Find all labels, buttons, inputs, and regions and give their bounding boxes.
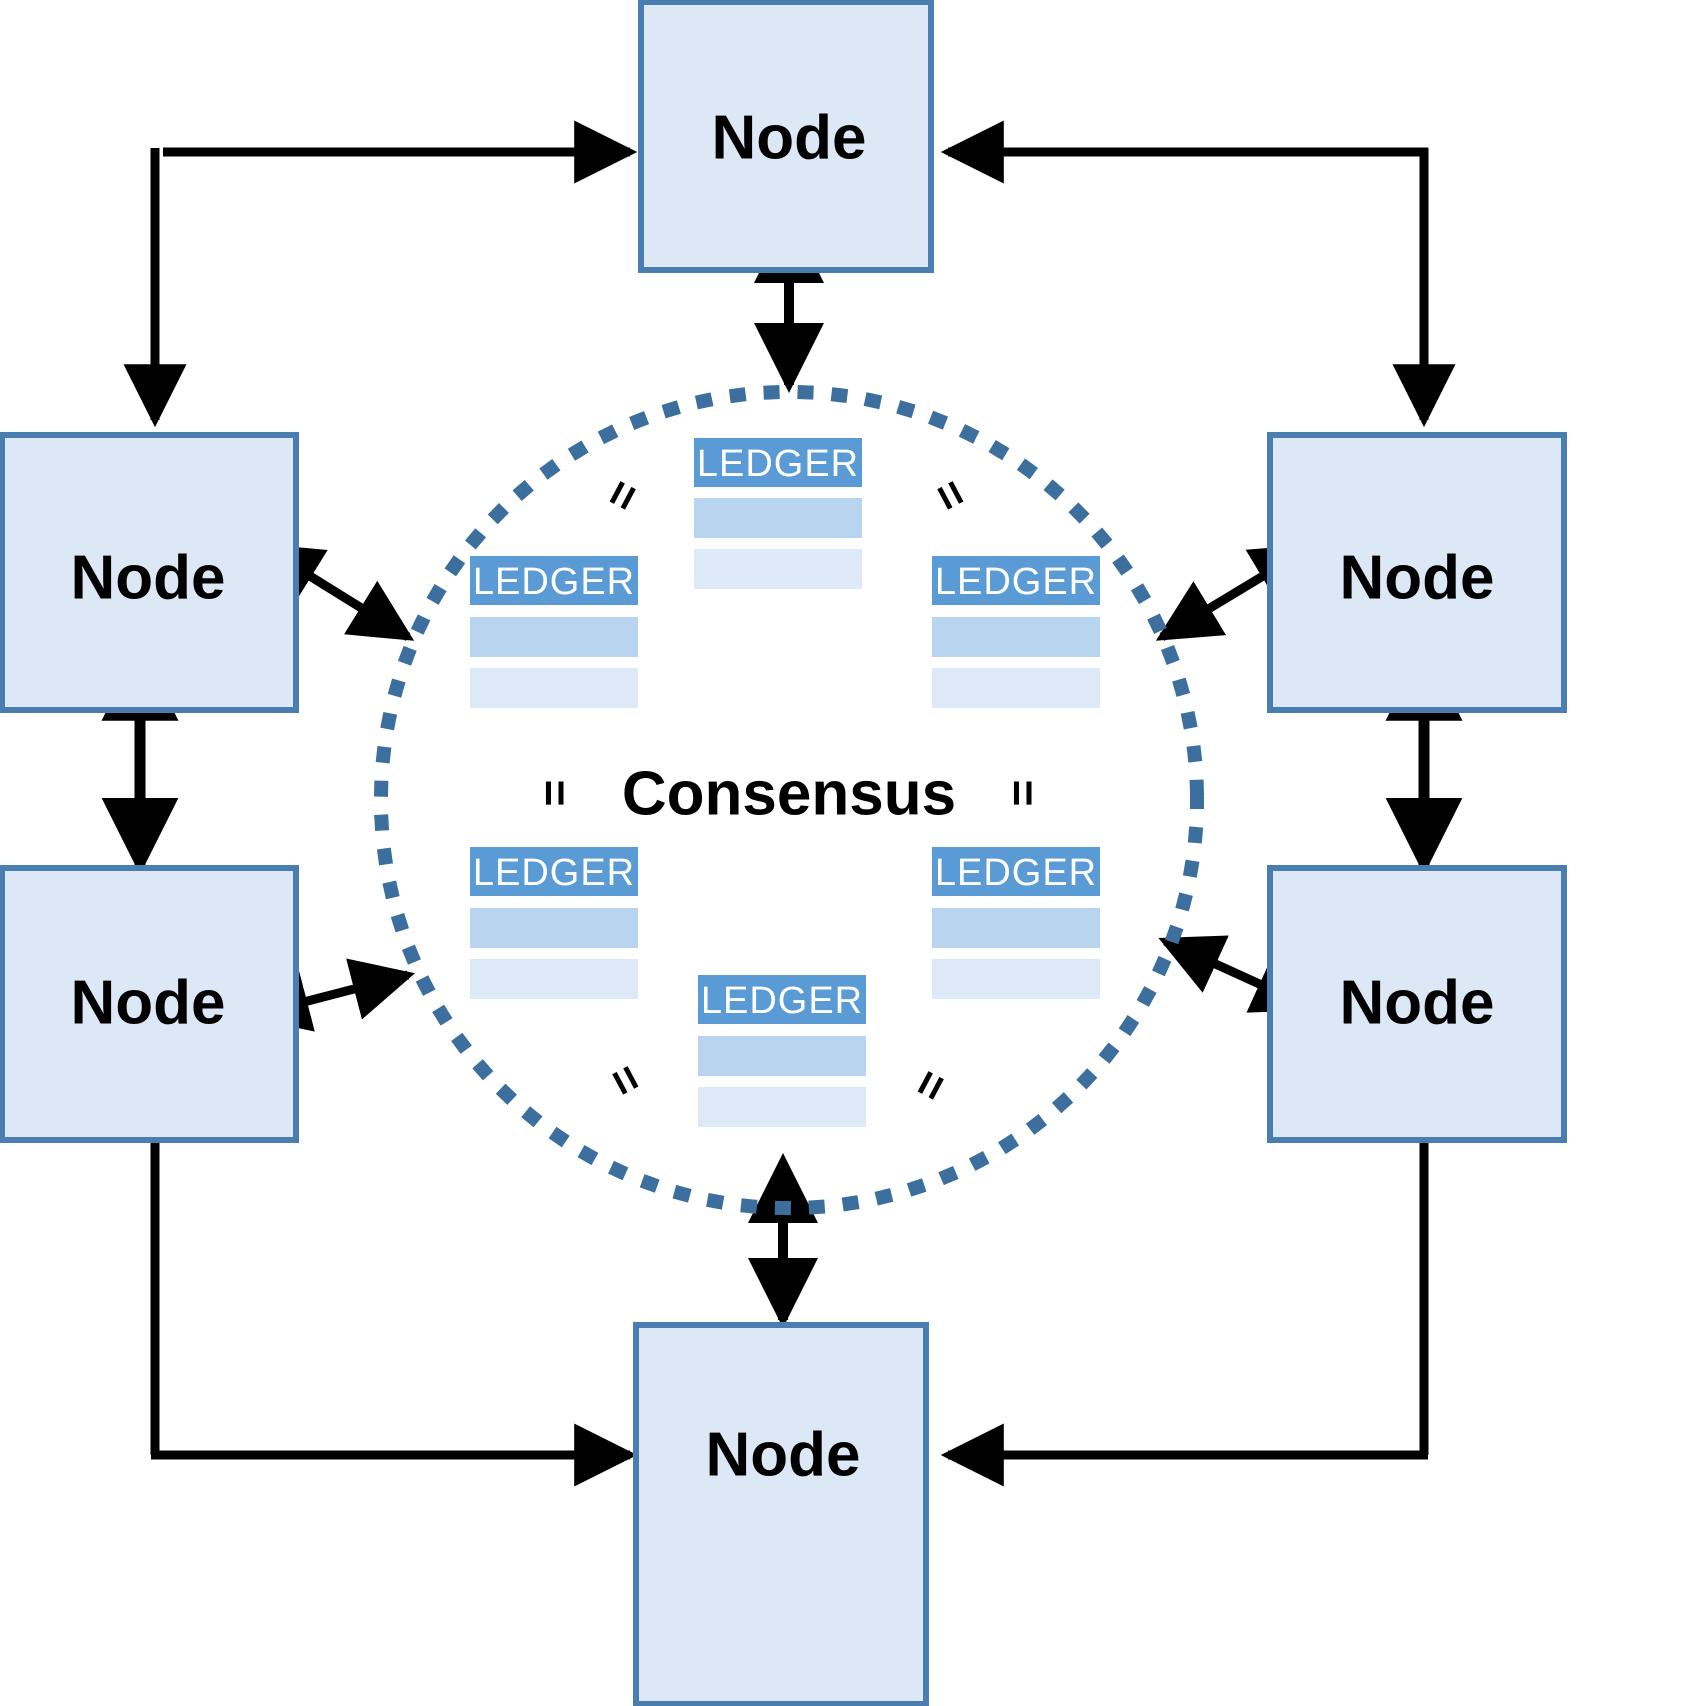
node-right-lower-box[interactable] <box>1267 865 1567 1143</box>
ledger-top-header <box>694 438 862 487</box>
node-left-upper-box[interactable] <box>0 432 299 713</box>
node-top-label: Node <box>712 104 867 173</box>
node-right-upper-label: Node <box>1340 544 1495 613</box>
ledger-top[interactable]: LEDGER <box>694 438 862 589</box>
ledger-lower-right-row-2 <box>932 959 1100 999</box>
ledger-bottom-row-1 <box>698 1036 866 1076</box>
node-left-lower[interactable]: Node <box>0 865 299 1143</box>
ledger-lower-right-row-1 <box>932 908 1100 948</box>
node-bottom[interactable]: Node <box>633 1322 929 1706</box>
spoke-left-upper-node-to-consensus <box>257 543 415 641</box>
equals-mark-bottom-right: = <box>901 1061 960 1109</box>
ledger-upper-right-label: LEDGER <box>935 561 1097 603</box>
ledger-top-row-1 <box>694 498 862 538</box>
equals-mark-top-right: = <box>922 471 981 519</box>
node-left-lower-label: Node <box>71 969 226 1038</box>
ledger-lower-left[interactable]: LEDGER <box>470 847 638 999</box>
ledger-bottom-row-2 <box>698 1087 866 1127</box>
ledger-upper-left[interactable]: LEDGER <box>470 556 638 708</box>
spoke-left-lower-node-to-consensus <box>245 958 415 1032</box>
node-top[interactable]: Node <box>638 0 934 273</box>
node-right-upper-box[interactable] <box>1267 432 1567 713</box>
consensus-spoke-connectors <box>245 213 1317 1329</box>
equals-mark-top-left: = <box>593 471 652 519</box>
equals-mark-mid-left: = <box>528 780 580 807</box>
ledger-lower-right-header <box>932 847 1100 896</box>
node-boxes: Node Node Node Node Node <box>0 0 1567 1706</box>
node-bottom-box[interactable] <box>633 1322 929 1706</box>
ledger-top-label: LEDGER <box>697 443 859 485</box>
node-left-lower-box[interactable] <box>0 865 299 1143</box>
ledger-upper-right[interactable]: LEDGER <box>932 556 1100 708</box>
ledger-bottom[interactable]: LEDGER <box>698 975 866 1127</box>
node-left-upper[interactable]: Node <box>0 432 299 713</box>
ledger-lower-right[interactable]: LEDGER <box>932 847 1100 999</box>
ledger-cards: LEDGER LEDGER LEDGER LEDGER <box>470 438 1100 1127</box>
ledger-upper-left-row-1 <box>470 617 638 657</box>
ledger-upper-left-label: LEDGER <box>473 561 635 603</box>
spoke-right-lower-node-to-consensus <box>1158 935 1317 1013</box>
outer-ring-connectors <box>101 120 1463 1487</box>
ledger-lower-left-label: LEDGER <box>473 852 635 894</box>
node-left-upper-label: Node <box>71 544 226 613</box>
ledger-lower-left-row-1 <box>470 908 638 948</box>
node-bottom-label: Node <box>706 1421 861 1490</box>
spoke-right-upper-node-to-consensus <box>1155 544 1316 641</box>
ledger-lower-left-header <box>470 847 638 896</box>
ledger-upper-right-row-2 <box>932 668 1100 708</box>
equals-mark-mid-right: = <box>996 780 1048 807</box>
ledger-bottom-header <box>698 975 866 1024</box>
consensus-boundary-circle <box>374 385 1204 1215</box>
node-right-upper[interactable]: Node <box>1267 432 1567 713</box>
equals-mark-bottom-left: = <box>597 1056 656 1104</box>
ledger-upper-right-row-1 <box>932 617 1100 657</box>
consensus-label: Consensus <box>622 760 956 829</box>
ledger-upper-right-header <box>932 556 1100 605</box>
node-right-lower-label: Node <box>1340 969 1495 1038</box>
node-right-lower[interactable]: Node <box>1267 865 1567 1143</box>
ledger-upper-left-header <box>470 556 638 605</box>
ledger-lower-right-label: LEDGER <box>935 852 1097 894</box>
node-top-box[interactable] <box>638 0 934 273</box>
ledger-bottom-label: LEDGER <box>701 980 863 1022</box>
ledger-lower-left-row-2 <box>470 959 638 999</box>
ledger-top-row-2 <box>694 549 862 589</box>
ledger-upper-left-row-2 <box>470 668 638 708</box>
